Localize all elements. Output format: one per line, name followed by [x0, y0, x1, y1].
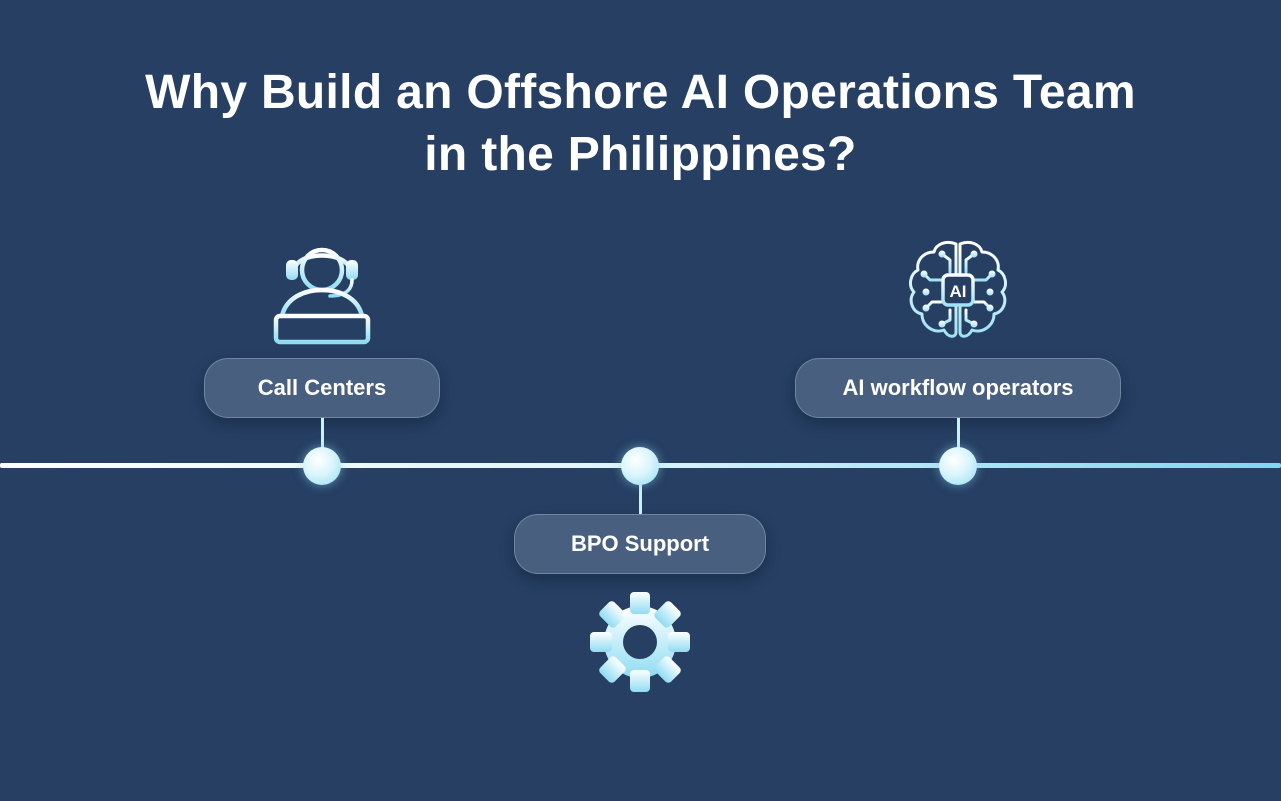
- connector-ai-workflow: [957, 418, 960, 448]
- timeline-node-ai-workflow: [939, 447, 977, 485]
- pill-label-ai-workflow: AI workflow operators: [842, 375, 1074, 400]
- ai-brain-icon: AI: [909, 240, 1007, 338]
- connector-call-centers: [321, 418, 324, 448]
- pill-label-call-centers: Call Centers: [257, 375, 387, 400]
- gear-icon: [590, 592, 690, 692]
- pill-label-bpo-support: BPO Support: [570, 531, 710, 556]
- connector-bpo-support: [639, 480, 642, 514]
- timeline-node-bpo-support: [621, 447, 659, 485]
- headset-agent-icon: [273, 247, 371, 345]
- timeline-pill-bpo-support: BPO Support: [514, 514, 766, 574]
- timeline-node-call-centers: [303, 447, 341, 485]
- timeline-pill-call-centers: Call Centers: [204, 358, 440, 418]
- ai-chip-text: AI: [950, 282, 967, 301]
- page-title: Why Build an Offshore AI Operations Team…: [0, 62, 1281, 186]
- title-line-1: Why Build an Offshore AI Operations Team: [145, 66, 1136, 119]
- title-line-2: in the Philippines?: [424, 128, 857, 181]
- timeline-pill-ai-workflow: AI workflow operators: [795, 358, 1121, 418]
